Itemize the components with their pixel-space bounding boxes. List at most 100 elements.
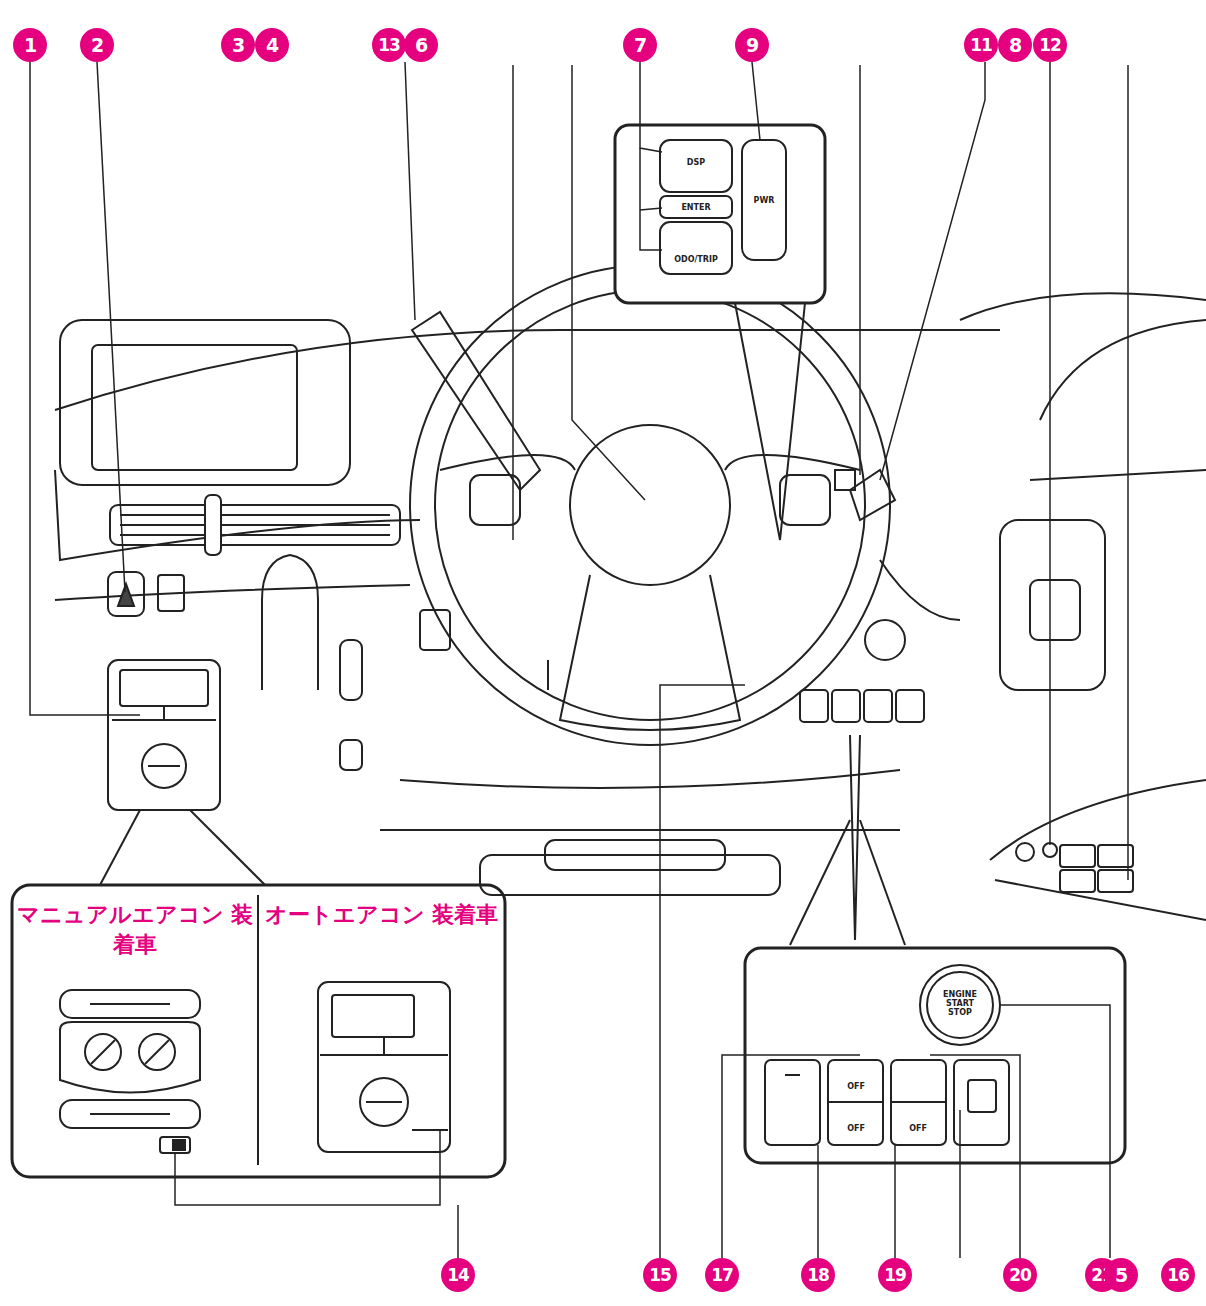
callout-number: 16: [1161, 1258, 1195, 1292]
start-switch-row: [790, 620, 924, 945]
callout-number: 5: [1104, 1258, 1138, 1292]
navigation-screen: [92, 345, 297, 470]
button-text: OFF: [898, 1124, 938, 1133]
leader-line: [175, 1130, 440, 1205]
air-conditioner-panel: [100, 660, 265, 885]
leader-line: [640, 148, 662, 250]
start-switch-row: [850, 735, 860, 940]
manual-air-conditioner: [90, 1003, 170, 1005]
switch-panel-inset: [828, 1101, 883, 1103]
door-panel: [1060, 870, 1095, 892]
air-conditioner-panel: [142, 744, 186, 788]
button-text: ENTER: [676, 203, 716, 212]
steering-wheel: [435, 290, 865, 720]
steering-switch-inset: [660, 222, 732, 274]
callout-number: 9: [735, 28, 769, 62]
auto-air-conditioner: [412, 1129, 448, 1131]
leader-line: [859, 65, 861, 475]
steering-switch-inset: [735, 303, 805, 540]
navigation-screen: [60, 320, 350, 485]
callout-number: 8: [998, 28, 1032, 62]
manual-air-conditioner: [60, 1022, 200, 1093]
air-vents: [205, 495, 221, 555]
door-panel: [1016, 843, 1034, 861]
manual-air-conditioner: [60, 990, 200, 1153]
switch-panel-inset: [954, 1060, 1009, 1145]
dashboard-outline: [55, 330, 1000, 410]
combination-switch: [412, 312, 895, 520]
leader-line: [30, 62, 1128, 1258]
auto-air-conditioner: [360, 1078, 408, 1126]
start-switch-row: [896, 690, 924, 722]
steering-wheel: [440, 455, 575, 470]
switch-panel-inset: [891, 1060, 946, 1145]
hazard-switch: [108, 572, 144, 616]
door-panel: [1030, 470, 1206, 480]
navigation-screen: [60, 320, 350, 485]
steering-switch-inset: [660, 140, 732, 192]
panel-heading: マニュアルエアコン 装着車: [14, 900, 256, 960]
leader-line: [640, 62, 662, 152]
button-text: DSP: [676, 158, 716, 167]
air-conditioner-inset: [12, 885, 505, 1177]
door-panel: [1030, 580, 1080, 640]
air-conditioner-inset: [257, 895, 259, 1165]
button-text: OFF: [836, 1124, 876, 1133]
hazard-switch: [108, 572, 184, 616]
callout-number: 15: [643, 1258, 677, 1292]
switch-panel-inset: [765, 1060, 820, 1145]
dashboard-outline: [55, 470, 420, 560]
steering-switch-inset: [615, 125, 825, 303]
switch-panel-inset: [891, 1101, 946, 1103]
shift-lever: [262, 555, 318, 690]
auto-air-conditioner: [383, 1037, 385, 1055]
auto-air-conditioner: [318, 982, 450, 1152]
switch-panel-inset: [927, 972, 993, 1038]
auto-air-conditioner: [332, 995, 414, 1037]
hazard-switch: [158, 575, 184, 611]
manual-air-conditioner: [60, 990, 200, 1018]
callout-number: 12: [1033, 28, 1067, 62]
air-conditioner-panel-heading-box: オートエアコン 装着車: [260, 888, 503, 1008]
steering-wheel: [547, 660, 549, 690]
air-vents: [120, 534, 390, 536]
switch-panel-inset: [828, 1060, 883, 1145]
callout-number: 3: [221, 28, 255, 62]
shift-lever: [340, 740, 362, 770]
switch-panel-inset: [920, 965, 1000, 1045]
leader-line: [640, 208, 662, 210]
air-vents: [120, 514, 390, 516]
switch-panel-inset: [785, 1074, 800, 1076]
air-conditioner-panel: [120, 670, 208, 706]
steering-wheel: [410, 265, 890, 745]
switch-panel-inset: [968, 1080, 996, 1112]
hazard-switch: [118, 584, 134, 606]
air-conditioner-panel-heading-box: マニュアルエアコン 装着車: [14, 888, 256, 1008]
callout-number: 1: [13, 28, 47, 62]
leader-line: [959, 1110, 961, 1258]
leader-line: [660, 685, 745, 1258]
air-conditioner-inset: [12, 885, 505, 1177]
air-conditioner-panel: [148, 765, 180, 767]
callout-number: 17: [705, 1258, 739, 1292]
steering-switch-inset: [742, 140, 786, 260]
leader-line: [30, 62, 140, 715]
start-switch-row: [800, 690, 828, 722]
air-conditioner-panel: [108, 660, 220, 810]
leader-line: [722, 1055, 860, 1258]
air-vents: [110, 495, 400, 555]
leader-line: [457, 1205, 459, 1258]
start-switch-row: [860, 820, 905, 945]
manual-air-conditioner: [145, 1040, 169, 1064]
dashboard-outline: [400, 770, 900, 788]
air-conditioner-panel: [100, 810, 140, 885]
leader-line: [512, 65, 514, 540]
callout-number: 11: [964, 28, 998, 62]
combination-switch: [835, 470, 855, 490]
steering-wheel: [780, 475, 830, 525]
leader-line: [894, 1145, 896, 1258]
door-panel: [960, 293, 1206, 920]
button-text: PWR: [748, 196, 780, 205]
leader-line: [97, 62, 125, 592]
